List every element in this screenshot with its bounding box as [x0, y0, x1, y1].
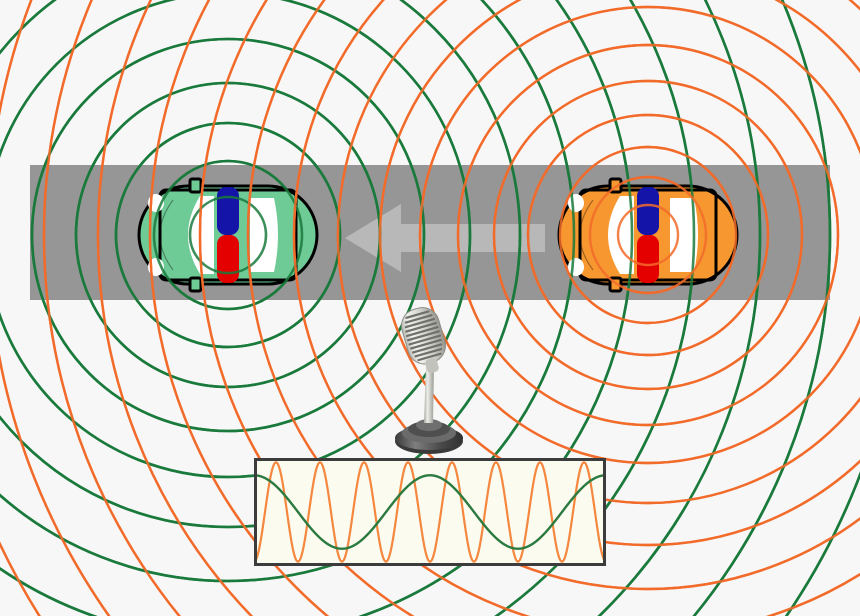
mic-grille-line	[414, 347, 443, 358]
mic-grille-line	[405, 310, 430, 319]
wavefront-ring-overlay	[0, 0, 522, 529]
wavefront-ring-overlay	[114, 121, 342, 349]
mic-head-group	[401, 307, 446, 374]
wavefront-ring-overlay	[198, 0, 415, 616]
wavefront-ring-overlay	[336, 0, 860, 547]
mic-base-top	[416, 419, 442, 431]
wavefront-ring-overlay	[152, 159, 304, 311]
mic-grille-line	[410, 338, 442, 350]
receding-source-car	[557, 177, 739, 293]
car-headlight-bottom	[568, 258, 584, 276]
wavefront-ring-overlay	[492, 79, 804, 391]
wavefront-ring-overlay	[588, 175, 708, 295]
wavefront-ring-overlay	[0, 0, 472, 479]
observer-microphone	[395, 307, 463, 454]
mic-grille-line	[405, 321, 437, 333]
car-rear-window	[670, 198, 698, 272]
wavefront-ring-overlay	[692, 0, 832, 616]
approaching-source-car	[137, 177, 319, 293]
lightbar-red	[637, 235, 659, 283]
wavefront-ring-overlay	[378, 0, 860, 505]
wavefront-ring-overlay	[148, 0, 330, 616]
wavefront-ring-overlay	[558, 145, 738, 325]
lightbar-red	[217, 235, 239, 283]
car-rear-window	[250, 198, 278, 272]
mic-grille-line	[404, 314, 433, 324]
lightbar-blue	[217, 187, 239, 235]
waveform-panel-border	[254, 458, 606, 566]
car-headlight-top	[568, 194, 584, 212]
mic-grille-line	[404, 317, 435, 329]
recorded-waveform-panel	[254, 458, 606, 566]
wavefront-ring-overlay	[0, 0, 576, 583]
mic-grille-line	[405, 326, 439, 338]
wavefront-ring-overlay	[493, 0, 696, 616]
wavefront-ring-overlay	[597, 0, 762, 616]
high-frequency-orange-wave	[254, 461, 606, 563]
car-windshield	[608, 196, 634, 274]
car-mirror-bottom	[188, 276, 203, 293]
car-hood-line	[159, 199, 174, 271]
wavefront-ring-overlay	[0, 0, 634, 616]
wavefront-ring-overlay	[96, 0, 254, 616]
wavefront-ring-overlay	[456, 43, 840, 427]
wavefront-ring-overlay	[30, 37, 426, 433]
wavefront-ring-overlay	[526, 113, 770, 357]
mic-grille-line	[417, 352, 442, 362]
wavefront-ring-overlay	[42, 0, 182, 616]
wavefront-ring-overlay	[418, 5, 860, 465]
lightbar-blue	[637, 187, 659, 235]
low-frequency-green-wave	[254, 474, 606, 550]
wavefront-ring-overlay	[292, 0, 860, 591]
motion-direction-arrow	[345, 204, 545, 272]
wavefront-ring-overlay	[188, 195, 268, 275]
car-hood-line	[579, 199, 594, 271]
mic-neck	[425, 358, 439, 374]
wavefront-ring-overlay	[616, 203, 680, 267]
car-mirror-top	[188, 177, 203, 194]
mic-grille-line	[408, 334, 442, 346]
wavefront-ring-overlay	[246, 0, 860, 616]
mic-grille-line	[412, 343, 443, 354]
mic-grille-line	[407, 330, 440, 342]
mic-stand	[424, 365, 434, 423]
